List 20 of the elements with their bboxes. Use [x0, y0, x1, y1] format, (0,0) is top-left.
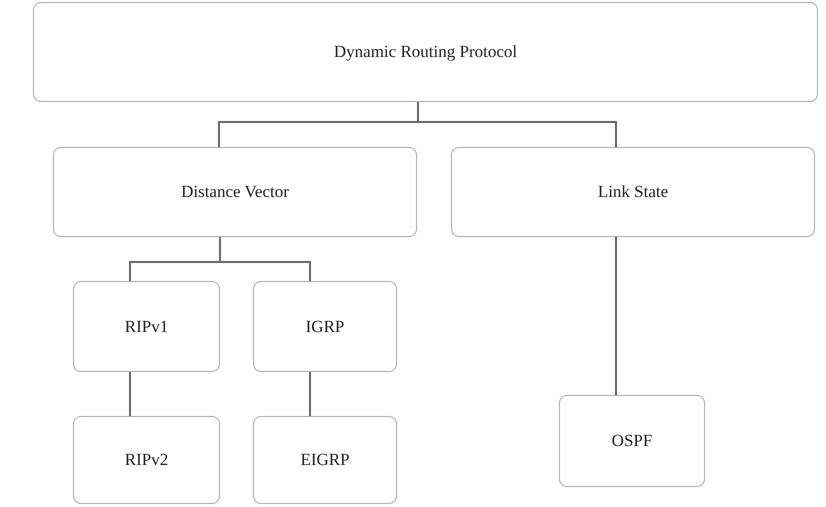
box-label: Dynamic Routing Protocol: [334, 41, 518, 64]
connector-line: [615, 237, 617, 395]
connector-line: [417, 102, 617, 147]
connector-line: [309, 372, 311, 416]
box-label: Distance Vector: [181, 181, 289, 204]
category-box: [451, 147, 815, 237]
box-label: RIPv1: [124, 316, 168, 338]
category-box: [253, 416, 397, 504]
category-box: [559, 395, 705, 487]
category-box: [53, 147, 417, 237]
category-box: [73, 416, 220, 504]
category-box: [253, 281, 397, 372]
box-label: EIGRP: [300, 449, 350, 472]
category-box: [73, 281, 220, 372]
category-box: [33, 2, 818, 102]
connector-line: [129, 372, 131, 416]
box-label: IGRP: [306, 316, 344, 338]
box-label: Link State: [598, 181, 668, 204]
box-label: RIPv2: [124, 449, 168, 472]
box-label: OSPF: [612, 430, 652, 452]
